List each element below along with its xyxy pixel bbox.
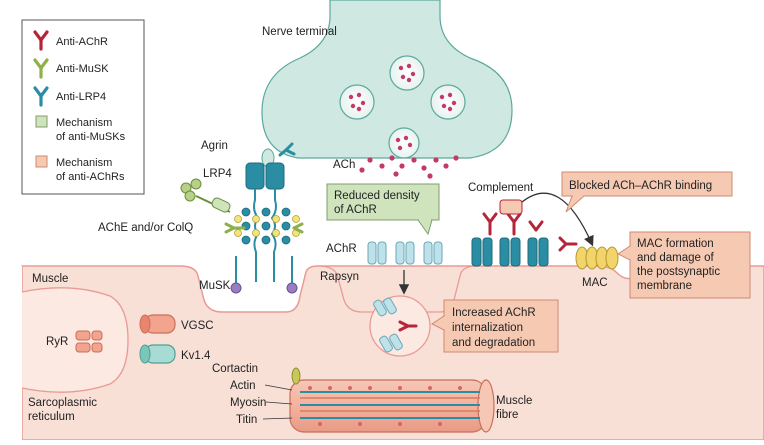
nerve-terminal-label: Nerve terminal	[262, 26, 337, 38]
vgsc-label: VGSC	[181, 320, 214, 332]
musk-kinase	[286, 282, 298, 294]
legend-mech-musk-2: of anti-MuSKs	[56, 131, 126, 143]
ache-colq	[180, 178, 231, 213]
muscle-fibre-label-2: fibre	[496, 409, 518, 421]
legend: Anti-AChR Anti-MuSK Anti-LRP4 Mechanism …	[21, 19, 145, 195]
myosin-label: Myosin	[230, 397, 266, 409]
released-ach	[359, 155, 459, 179]
reduced-density-callout	[326, 183, 440, 236]
actin-leader	[264, 384, 293, 391]
internalization-line1: Increased AChR	[452, 307, 536, 319]
muscle-fibre-label-1: Muscle	[496, 395, 532, 407]
mac-callout-line1: MAC formation	[637, 238, 714, 250]
legend-anti-musk: Anti-MuSK	[56, 63, 109, 75]
achr-label: AChR	[326, 243, 357, 255]
anti-lrp4-icon	[33, 86, 49, 107]
vesicle	[430, 84, 466, 120]
mac-label: MAC	[582, 277, 608, 289]
agrin-label: Agrin	[201, 140, 228, 152]
ryr-label: RyR	[46, 336, 68, 348]
lrp4-label: LRP4	[203, 168, 232, 180]
sarcoplasmic-reticulum	[21, 287, 129, 393]
kv14-channel	[139, 344, 176, 364]
rapsyn-label: Rapsyn	[320, 271, 359, 283]
internalization-line3: and degradation	[452, 337, 535, 349]
legend-mech-musk-1: Mechanism	[56, 117, 112, 129]
internalization-callout	[431, 299, 559, 353]
ryr-channel	[75, 330, 103, 353]
kv14-label: Kv1.4	[181, 350, 211, 362]
ach-label: ACh	[333, 159, 355, 171]
legend-mech-achr-2: of anti-AChRs	[56, 171, 125, 183]
actin-label: Actin	[230, 380, 256, 392]
anti-achr-icon	[33, 30, 49, 51]
mac-callout-line4: membrane	[637, 280, 692, 292]
reduced-density-line1: Reduced density	[334, 190, 420, 202]
lrp4-block	[265, 162, 285, 190]
cortactin-label: Cortactin	[212, 363, 258, 375]
musk-kinase	[230, 282, 242, 294]
mac-callout-line3: the postsynaptic	[637, 266, 720, 278]
nerve-terminal	[261, 0, 513, 159]
achr-cluster-blocked	[471, 199, 578, 267]
achr-cluster-sparse	[367, 241, 443, 265]
muscle-label: Muscle	[32, 273, 68, 285]
complement-block	[499, 199, 523, 215]
titin-leader	[262, 417, 293, 420]
myosin-leader	[265, 401, 293, 405]
achr-mechanism-swatch	[35, 155, 48, 168]
ache-label: AChE and/or ColQ	[98, 222, 193, 234]
sarcoplasmic-label-2: reticulum	[28, 411, 75, 423]
vgsc-channel	[139, 314, 176, 334]
legend-mech-achr-1: Mechanism	[56, 157, 112, 169]
blocked-binding-callout	[561, 171, 733, 213]
vesicle	[388, 127, 420, 159]
internalization-line2: internalization	[452, 322, 523, 334]
mac-callout-line2: and damage of	[637, 252, 715, 264]
legend-anti-lrp4: Anti-LRP4	[56, 91, 106, 103]
complement-label: Complement	[468, 182, 534, 194]
titin-label: Titin	[236, 414, 257, 426]
anti-musk-icon	[33, 58, 49, 79]
mac-callout	[617, 231, 751, 299]
musk-label: MuSK	[199, 280, 231, 292]
complement-arrow	[521, 192, 594, 247]
musk-mechanism-swatch	[35, 115, 48, 128]
vesicle	[389, 55, 425, 91]
vesicle	[339, 84, 375, 120]
lrp4-block	[245, 162, 265, 190]
lrp4-musk-complex	[180, 142, 304, 294]
mac-complex	[575, 246, 619, 270]
anti-musk-antibodies	[224, 222, 304, 234]
cortactin-shape	[291, 367, 301, 385]
internalized-vesicle	[369, 295, 431, 357]
blocked-binding-text: Blocked ACh–AChR binding	[569, 180, 712, 192]
muscle-fibre	[289, 379, 495, 433]
sarcoplasmic-label-1: Sarcoplasmic	[28, 397, 97, 409]
vesicles	[339, 55, 466, 159]
anti-lrp4-antibody	[278, 142, 296, 157]
reduced-density-line2: of AChR	[334, 204, 377, 216]
legend-anti-achr: Anti-AChR	[56, 36, 108, 48]
